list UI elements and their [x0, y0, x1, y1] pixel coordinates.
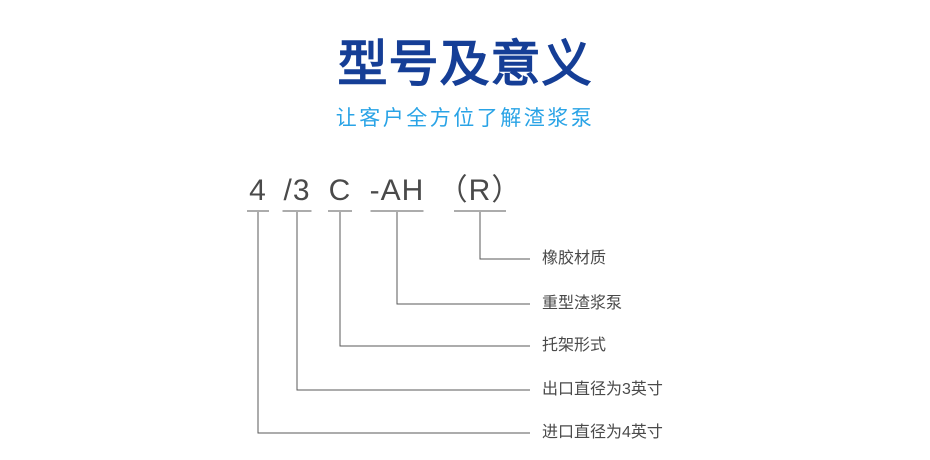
part-meaning-label: 进口直径为4英寸 — [542, 424, 663, 441]
model-part-code: /3 — [283, 174, 311, 207]
model-part-code: C — [328, 174, 352, 207]
page-title: 型号及意义 — [337, 36, 593, 92]
page-subtitle: 让客户全方位了解渣浆泵 — [335, 107, 595, 130]
part-meaning-label: 托架形式 — [542, 337, 607, 354]
part-meaning-label: 重型渣浆泵 — [542, 295, 623, 312]
model-part-code: 4 — [249, 174, 267, 207]
model-part-code: （R） — [437, 174, 523, 207]
part-meaning-label: 出口直径为3英寸 — [542, 381, 663, 398]
part-meaning-label: 橡胶材质 — [542, 250, 607, 267]
model-part-code: -AH — [369, 174, 425, 207]
